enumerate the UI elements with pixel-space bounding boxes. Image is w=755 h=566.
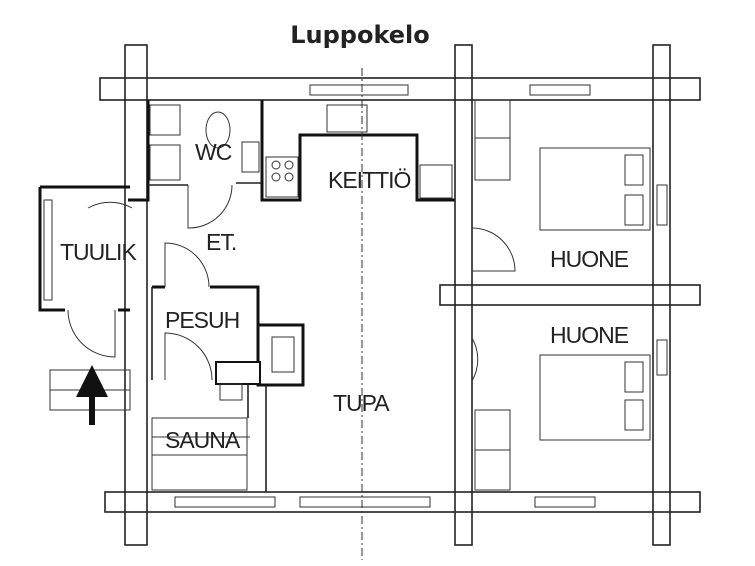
sauna-stove (215, 361, 261, 385)
room-label-hall: ET. (206, 229, 236, 255)
room-label-bedroom-2: HUONE (550, 322, 629, 348)
room-label-porch: TUULIK (60, 239, 137, 265)
stove (265, 156, 299, 198)
room-label-living: TUPA (333, 390, 390, 416)
room-label-washroom: PESUH (165, 307, 239, 333)
bed-1 (539, 147, 651, 231)
interior-walls (38, 99, 511, 492)
log-walls (99, 44, 701, 546)
doors (67, 184, 516, 382)
arrow-up-icon (76, 365, 108, 425)
room-label-wc: WC (195, 139, 232, 165)
room-label-kitchen: KEITTIÖ (328, 167, 411, 193)
fixtures (149, 104, 651, 441)
room-label-bedroom-1: HUONE (550, 246, 629, 272)
plan-title: Luppokelo (290, 21, 430, 49)
wc-sink (241, 141, 260, 173)
room-label-sauna: SAUNA (165, 427, 241, 453)
stove-fireplace (256, 323, 305, 387)
kitchen-sink (326, 104, 368, 133)
bed-2 (539, 354, 651, 441)
toilet (205, 111, 231, 149)
